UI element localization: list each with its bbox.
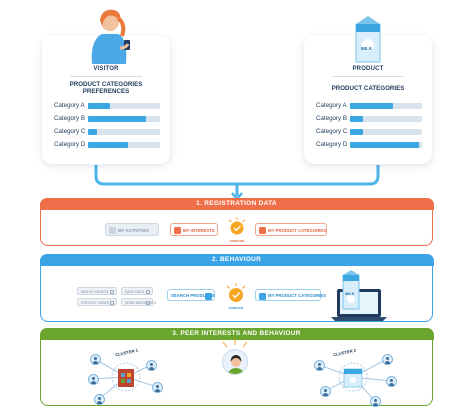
save-data-tag: SAVE DATA — [121, 287, 153, 295]
product-bar-fill — [350, 129, 363, 135]
peer-node-9 — [386, 376, 397, 387]
product-divider — [332, 76, 404, 77]
product-card: MILK PRODUCT PRODUCT CATEGORIES Category… — [304, 16, 432, 164]
visitor-bar-row: Category D — [54, 141, 162, 149]
product-bar-track — [350, 103, 422, 109]
registration-data-title: 1. REGISTRATION DATA — [39, 197, 434, 210]
peer-node-8 — [382, 354, 393, 365]
milk-carton-text: MILK — [361, 46, 372, 51]
visitor-bar-label: Category D — [54, 141, 86, 148]
visitor-divider — [70, 76, 142, 77]
peer-node-1 — [90, 354, 101, 365]
forever-label-1: FOREVER — [229, 239, 245, 243]
visitor-bar-row: Category C — [54, 128, 162, 136]
visitor-bar-row: Category A — [54, 102, 162, 110]
visitor-bar-fill — [88, 116, 146, 122]
peer-node-2 — [88, 374, 99, 385]
product-bar-label: Category B — [316, 115, 347, 122]
product-bar-row: Category C — [316, 128, 424, 136]
visitor-bar-label: Category A — [54, 102, 85, 109]
visitor-label: VISITOR — [93, 66, 119, 72]
behaviour-section: 2. BEHAVIOUR WATCH VIDEOS SAVE DATA PROF… — [39, 253, 434, 322]
user-icon — [259, 292, 266, 300]
watch-videos-tag: WATCH VIDEOS — [77, 287, 117, 295]
product-bar-track — [350, 129, 422, 135]
user-icon — [174, 227, 181, 234]
visitor-person-illustration — [91, 9, 130, 64]
registration-data-section: 1. REGISTRATION DATA MY ACTIVITIES MY IN… — [39, 197, 434, 246]
product-bar-label: Category C — [316, 128, 348, 135]
profile-icon — [109, 300, 114, 305]
my-product-categories-pill-1: MY PRODUCT CATEGORIES — [255, 223, 327, 236]
product-label: PRODUCT — [352, 66, 384, 72]
message-icon — [145, 300, 150, 305]
visitor-card: VISITOR PRODUCT CATEGORIES PREFERENCES C… — [42, 9, 170, 164]
visitor-bar-label: Category C — [54, 128, 86, 135]
profile-views-tag: PROFILE VIEWS — [77, 298, 117, 306]
peer-node-5 — [152, 382, 163, 393]
forever-label-2: FOREVER — [228, 306, 244, 310]
visitor-bar-row: Category B — [54, 115, 162, 123]
visitor-bar-label: Category B — [54, 115, 85, 122]
product-bar-fill — [350, 116, 363, 122]
product-bar-track — [350, 116, 422, 122]
product-bar-fill — [350, 142, 420, 148]
search-products-pill: SEARCH PRODUCTS — [167, 289, 215, 301]
my-product-categories-pill-2: MY PRODUCT CATEGORIES — [255, 289, 326, 301]
peer-interests-section: 3. PEER INTERESTS AND BEHAVIOUR CLUSTER … — [39, 327, 434, 407]
visitor-bar-track — [88, 142, 160, 148]
product-bar-fill — [350, 103, 394, 109]
search-icon — [205, 292, 212, 300]
save-icon — [145, 289, 150, 294]
product-bar-track — [350, 142, 422, 148]
user-icon — [259, 227, 266, 234]
peer-person-avatar — [222, 349, 248, 375]
peer-node-7 — [320, 386, 331, 397]
behaviour-title: 2. BEHAVIOUR — [39, 253, 434, 266]
product-bar-label: Category A — [316, 102, 347, 109]
product-bar-row: Category D — [316, 141, 424, 149]
product-bar-label: Category D — [316, 141, 348, 148]
visitor-bar-fill — [88, 142, 128, 148]
peer-person-rays — [222, 339, 248, 348]
product-bar-row: Category A — [316, 102, 424, 110]
cluster-2-network — [318, 358, 392, 402]
peer-node-6 — [314, 360, 325, 371]
my-interests-pill: MY INTERESTS — [170, 223, 218, 236]
visitor-bar-track — [88, 103, 160, 109]
star-icon — [109, 227, 116, 234]
visitor-heading-line2: PREFERENCES — [82, 88, 130, 95]
cluster-1-network — [92, 358, 158, 400]
product-bar-row: Category B — [316, 115, 424, 123]
peer-interests-title: 3. PEER INTERESTS AND BEHAVIOUR — [39, 327, 434, 340]
product-heading: PRODUCT CATEGORIES — [331, 85, 405, 92]
visitor-bar-fill — [88, 103, 110, 109]
send-messages-tag: SEND MESSAGES — [121, 298, 156, 306]
peer-node-4 — [146, 360, 157, 371]
visitor-bar-fill — [88, 129, 97, 135]
peer-node-3 — [94, 394, 105, 405]
forever-badge-1 — [227, 217, 247, 237]
laptop-illustration — [331, 270, 387, 321]
visitor-bar-track — [88, 129, 160, 135]
peer-node-10 — [370, 396, 381, 407]
laptop-milk-text: MILK — [345, 291, 355, 296]
visitor-bar-track — [88, 116, 160, 122]
visitor-heading-line1: PRODUCT CATEGORIES — [69, 81, 143, 88]
milk-carton-illustration — [355, 16, 381, 63]
my-activities-pill: MY ACTIVITIES — [105, 223, 159, 236]
video-icon — [109, 289, 114, 294]
forever-badge-2 — [225, 283, 247, 305]
